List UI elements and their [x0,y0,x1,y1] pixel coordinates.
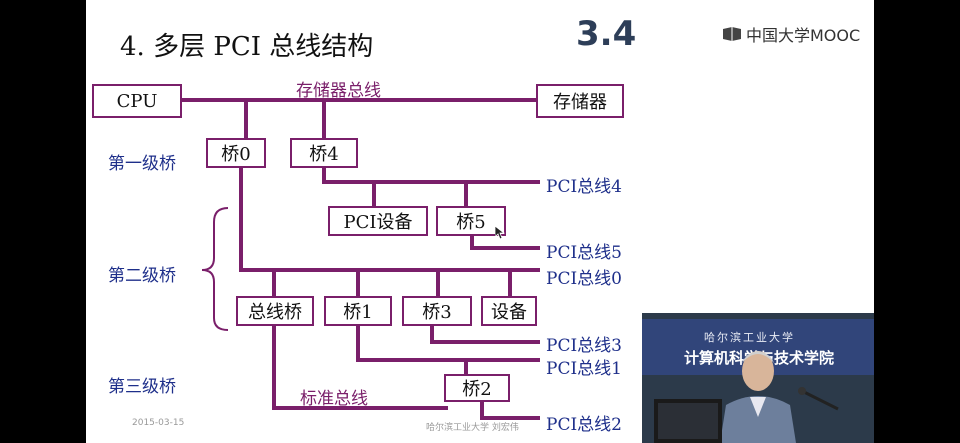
bus-lines [182,98,540,420]
standard-bus-label: 标准总线 [300,389,368,409]
memory-box: 存储器 [536,84,624,118]
pci-bus3-label: PCI总线3 [546,336,622,356]
bridge2-box: 桥2 [444,374,510,402]
bridge3-box: 桥3 [402,296,472,326]
level2-label: 第二级桥 [108,266,176,286]
footer-date: 2015-03-15 [132,418,185,428]
pci-bus4-label: PCI总线4 [546,177,622,197]
video-banner-university: 哈尔滨工业大学 [704,331,795,344]
pci-bus0-label: PCI总线0 [546,269,622,289]
mouse-cursor-icon [495,226,505,240]
bridge4-box: 桥4 [290,138,358,168]
cpu-box: CPU [92,84,182,118]
footer-author: 哈尔滨工业大学 刘宏伟 [426,423,519,433]
memory-bus-label: 存储器总线 [296,81,381,101]
lecturer-video: 哈尔滨工业大学 计算机科学与技术学院 [642,313,874,443]
pci-device-box: PCI设备 [328,206,428,236]
lecturer-figure [654,351,839,443]
bridge1-box: 桥1 [324,296,392,326]
pci-bus2-label: PCI总线2 [546,415,622,435]
level3-label: 第三级桥 [108,377,176,397]
mooc-logo: 中国大学MOOC [722,22,860,46]
slide-title: 4. 多层 PCI 总线结构 [120,32,374,62]
pci-bus5-label: PCI总线5 [546,243,622,263]
slide: 4. 多层 PCI 总线结构 3.4 [86,0,642,443]
device-box: 设备 [481,296,537,326]
bridge0-box: 桥0 [206,138,266,168]
level1-label: 第一级桥 [108,154,176,174]
mooc-logo-icon [723,27,741,41]
bridge5-box: 桥5 [436,206,506,236]
section-number: 3.4 [576,14,637,54]
mooc-logo-text: 中国大学MOOC [746,26,861,45]
bus-bridge-box: 总线桥 [236,296,314,326]
pci-bus1-label: PCI总线1 [546,359,622,379]
